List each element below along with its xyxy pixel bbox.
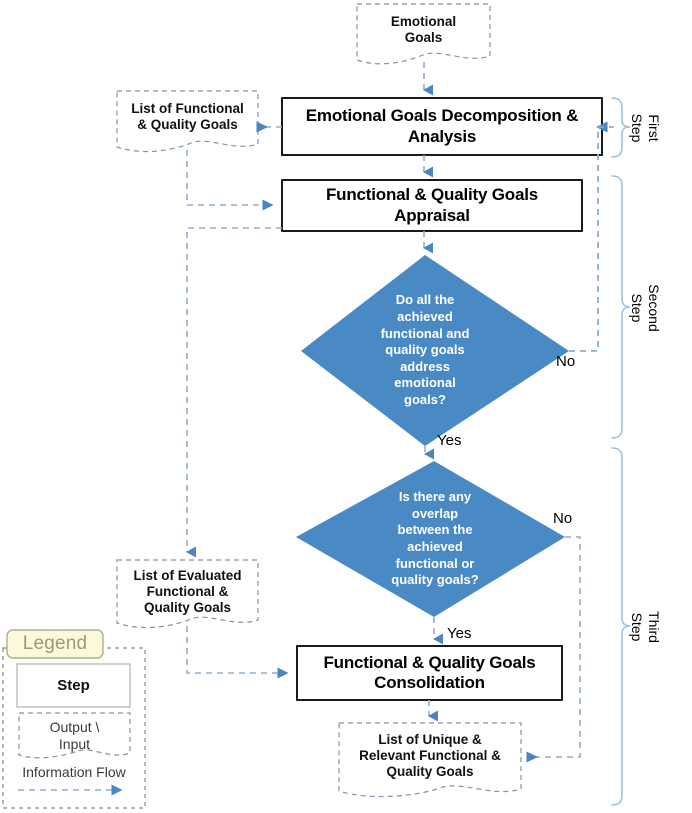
node-list-evaluated-shape — [116, 559, 259, 629]
node-appraisal-shape — [281, 179, 583, 232]
legend-title-box — [6, 629, 104, 659]
edge-decision-address-no — [569, 126, 610, 352]
legend-doc-shape — [18, 712, 131, 759]
edge-decision-overlap-no — [526, 536, 581, 763]
node-decomposition-shape — [281, 97, 603, 156]
brace-third-step — [611, 447, 631, 806]
edge-list-evaluated-to-consolidation — [186, 626, 289, 679]
legend-group — [2, 629, 146, 809]
legend-step-box — [16, 663, 131, 708]
node-emotional-goals-shape — [356, 3, 491, 65]
edge-appraisal-to-list-evaluated — [186, 227, 282, 558]
node-list-unique-shape — [338, 722, 522, 798]
node-list-functional-quality-shape — [116, 90, 259, 153]
edge-list-functional-to-appraisal — [186, 150, 274, 211]
node-decision-overlap-shape — [296, 461, 565, 617]
brace-second-step — [611, 175, 631, 439]
node-decision-address-shape — [301, 255, 569, 446]
node-consolidation-shape — [296, 645, 563, 701]
brace-first-step — [611, 97, 631, 158]
edge-no-return-path — [569, 126, 614, 352]
